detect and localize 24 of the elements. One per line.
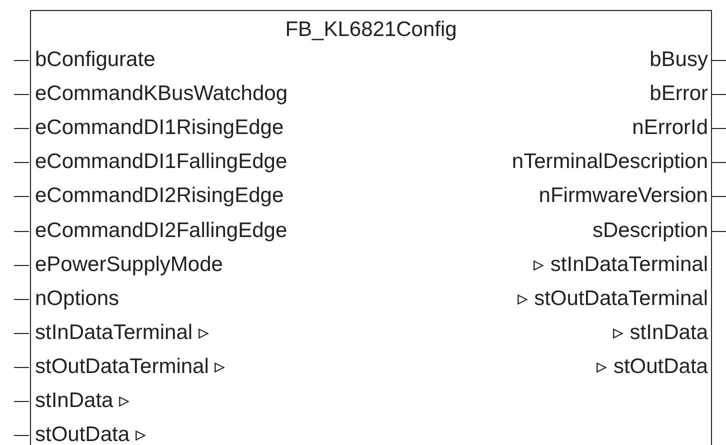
output-pin-name: nErrorId — [632, 116, 708, 140]
input-pin-name: stInDataTerminal ▹ — [35, 320, 210, 345]
output-pin-name: nFirmwareVersion — [538, 184, 708, 208]
output-pin-name: bBusy — [650, 48, 708, 72]
output-pin-name: ▹ stOutDataTerminal — [517, 286, 708, 311]
input-pin-name: stOutDataTerminal ▹ — [35, 354, 226, 379]
output-pin-name: ▹ stOutData — [596, 354, 708, 379]
function-block — [30, 10, 712, 445]
input-pin-name: stOutData ▹ — [35, 423, 146, 445]
input-pin-name: eCommandDI2RisingEdge — [35, 184, 284, 208]
output-pin-name: ▹ stInData — [612, 320, 708, 345]
output-pin-name: nTerminalDescription — [512, 150, 708, 174]
output-pin-name: bError — [650, 82, 708, 106]
input-pin-name: eCommandDI1RisingEdge — [35, 116, 284, 140]
output-pin-name: ▹ stInDataTerminal — [534, 252, 708, 277]
input-pin-name: eCommandKBusWatchdog — [35, 82, 288, 106]
block-title: FB_KL6821Config — [284, 18, 458, 42]
input-pin-name: eCommandDI2FallingEdge — [35, 218, 288, 242]
input-pin-name: stInData ▹ — [35, 389, 130, 413]
input-pin-name: bConfigurate — [35, 48, 156, 72]
output-pin-name: sDescription — [592, 218, 708, 242]
input-pin-name: ePowerSupplyMode — [35, 252, 223, 277]
input-pin-name: eCommandDI1FallingEdge — [35, 150, 288, 174]
input-pin-name: nOptions — [35, 286, 120, 311]
